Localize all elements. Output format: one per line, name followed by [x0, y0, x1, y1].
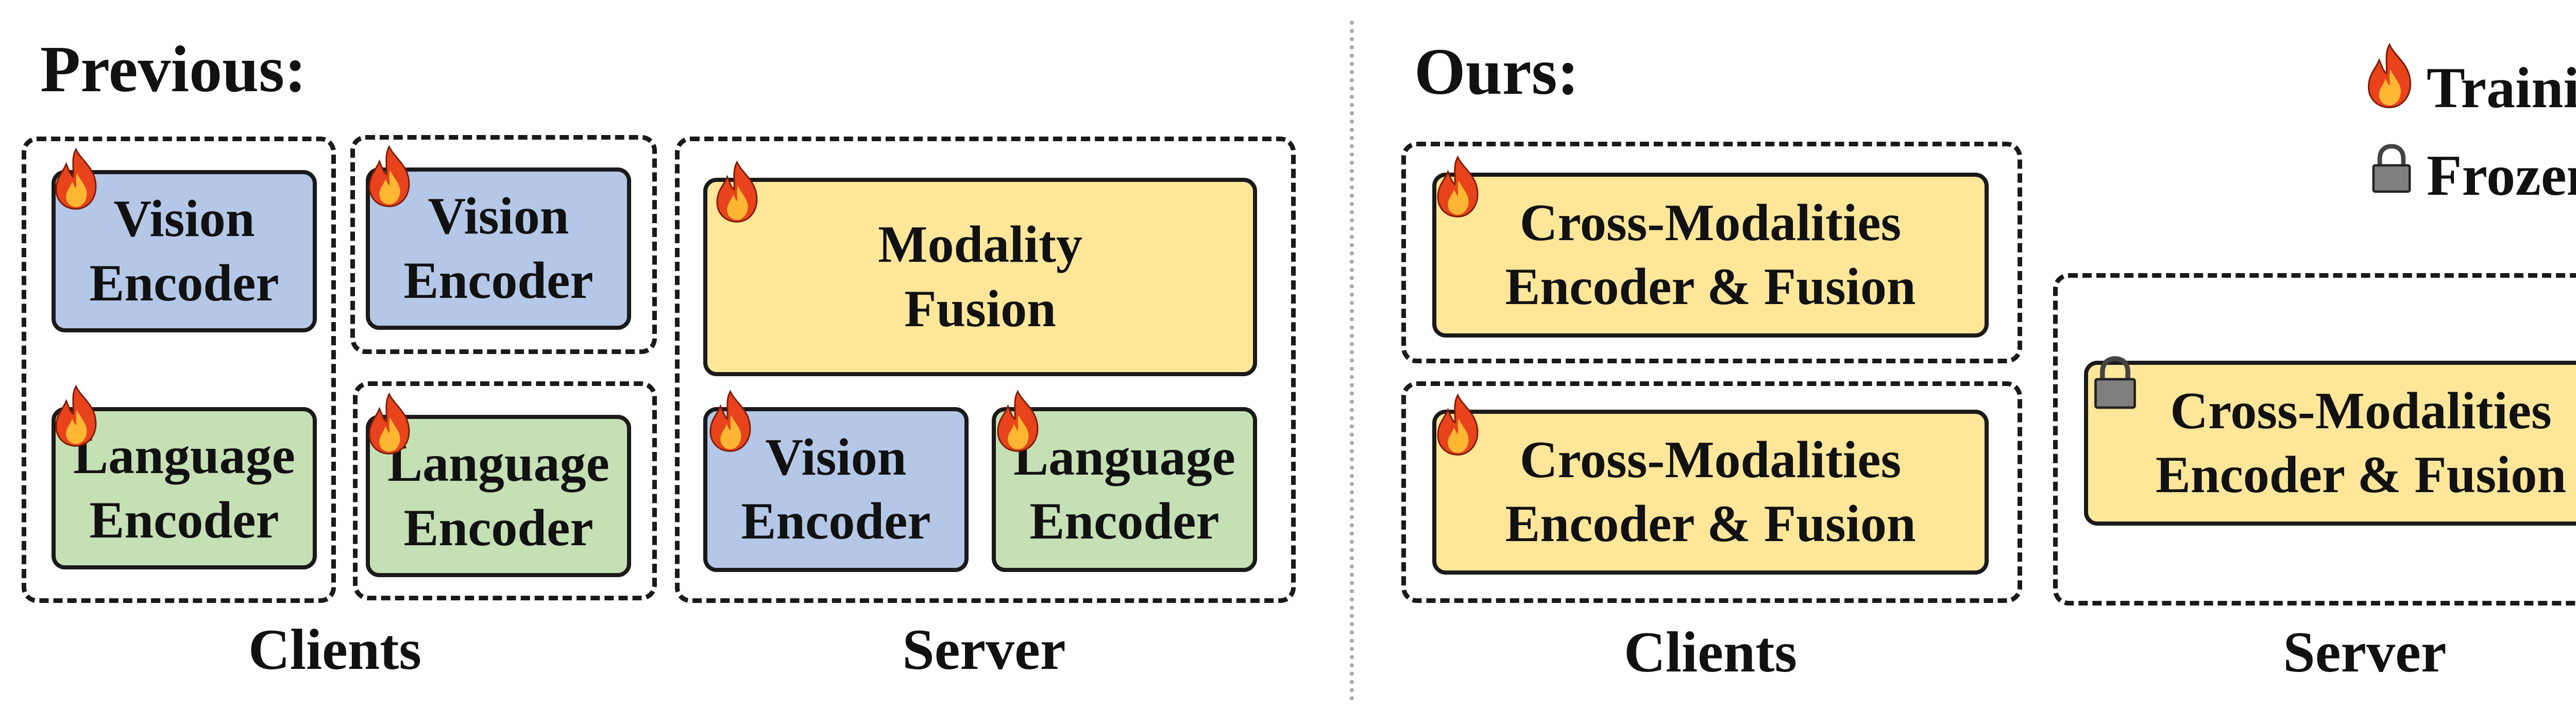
ours-client-2-cross-modalities-box: Cross-Modalities Encoder & Fusion	[1432, 410, 1989, 575]
box-line-2: Encoder	[403, 251, 594, 310]
ours-client-group-2	[1401, 381, 2022, 603]
previous-heading: Previous:	[40, 32, 307, 106]
fire-icon	[713, 160, 761, 224]
fire-icon	[365, 392, 414, 456]
previous-client-2-language-encoder: Language Encoder	[366, 415, 631, 577]
box-line-1: Vision	[765, 428, 907, 486]
previous-client-1-vision-encoder: Vision Encoder	[52, 170, 317, 332]
fire-icon	[52, 384, 100, 448]
fire-icon	[1433, 393, 1482, 457]
box-line-1: Cross-Modalities	[1519, 430, 1902, 489]
previous-client-1-language-encoder: Language Encoder	[52, 407, 317, 569]
ours-server-label: Server	[2283, 620, 2447, 684]
lock-icon	[2369, 143, 2414, 194]
box-line-2: Encoder & Fusion	[1505, 258, 1916, 316]
legend-frozen-label: Frozen	[2427, 144, 2576, 208]
box-line-2: Fusion	[904, 279, 1056, 338]
previous-client-group-1	[22, 137, 336, 603]
ours-server-cross-modalities-box: Cross-Modalities Encoder & Fusion	[2084, 361, 2576, 526]
section-divider	[1350, 21, 1354, 701]
previous-server-label: Server	[902, 618, 1066, 682]
previous-server-group	[675, 137, 1296, 603]
ours-clients-label: Clients	[1624, 620, 1797, 684]
fire-icon	[993, 389, 1042, 453]
ours-client-1-cross-modalities-box: Cross-Modalities Encoder & Fusion	[1432, 173, 1989, 338]
previous-client-2-vision-encoder: Vision Encoder	[366, 167, 631, 330]
legend-training-label: Training	[2427, 56, 2576, 120]
fire-icon	[52, 147, 100, 211]
box-line-2: Encoder	[403, 498, 594, 557]
fire-icon	[706, 389, 755, 453]
box-line-1: Language	[1013, 428, 1235, 486]
ours-server-group	[2053, 273, 2576, 606]
box-line-1: Vision	[428, 187, 569, 246]
box-line-2: Encoder	[741, 492, 931, 550]
previous-client-group-2-vision	[350, 135, 657, 354]
box-line-2: Encoder & Fusion	[1505, 495, 1916, 553]
box-line-1: Language	[73, 427, 295, 485]
box-line-2: Encoder	[89, 491, 279, 549]
lock-icon	[2091, 356, 2140, 410]
fire-icon	[1433, 155, 1482, 219]
box-line-1: Vision	[113, 190, 255, 248]
ours-heading: Ours:	[1414, 35, 1579, 108]
box-line-2: Encoder	[1029, 492, 1219, 550]
box-line-2: Encoder	[89, 254, 279, 312]
box-line-1: Cross-Modalities	[2170, 381, 2552, 440]
previous-client-group-2-language	[353, 381, 657, 600]
box-line-1: Language	[387, 434, 609, 493]
fire-icon	[2364, 41, 2415, 111]
previous-server-modality-fusion: Modality Fusion	[703, 178, 1257, 376]
fire-icon	[365, 144, 414, 209]
box-line-2: Encoder & Fusion	[2155, 446, 2567, 504]
ours-client-group-1	[1401, 142, 2022, 363]
previous-clients-label: Clients	[248, 618, 421, 682]
box-line-1: Modality	[878, 215, 1082, 274]
box-line-1: Cross-Modalities	[1519, 193, 1902, 252]
